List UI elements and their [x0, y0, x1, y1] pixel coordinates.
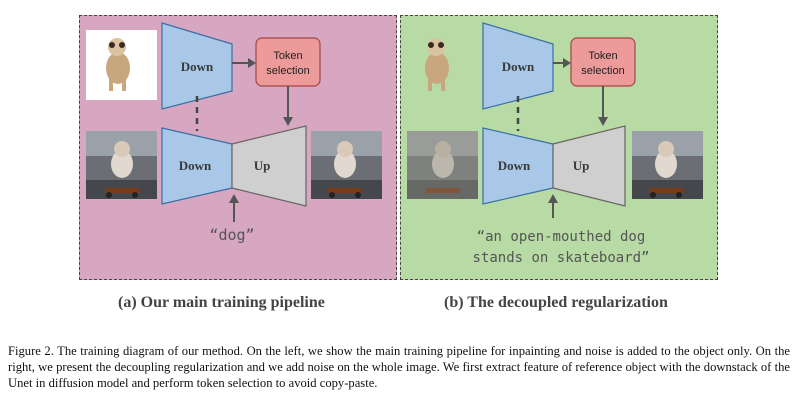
token-label-line2: selection — [581, 65, 624, 77]
arrow-head-up — [598, 117, 608, 126]
arrow-head-prompt — [548, 194, 558, 203]
up-decoder — [231, 125, 307, 207]
arrow-head-up — [283, 117, 293, 126]
panel-decoupled-regularization: Down Token selection Down Up — [400, 15, 718, 280]
down-top-label: Down — [502, 59, 535, 74]
panel-b-diagram: Down Token selection Down Up — [407, 22, 703, 266]
noisy-input-image — [407, 131, 478, 199]
token-label-line1: Token — [273, 50, 302, 62]
reference-dog-image — [407, 30, 478, 100]
up-label: Up — [573, 158, 590, 173]
output-dog-skateboard-image — [632, 131, 703, 199]
subcaption-b: (b) The decoupled regularization — [444, 294, 668, 311]
down-bottom-label: Down — [498, 158, 531, 173]
arrow-head-token — [563, 58, 571, 68]
down-encoder-top — [482, 22, 554, 110]
figure-caption: Figure 2. The training diagram of our me… — [8, 344, 790, 390]
input-dog-skateboard-image — [86, 131, 157, 199]
prompt-text: “dog” — [209, 226, 254, 244]
arrow-head-prompt — [229, 194, 239, 203]
arrow-head-token — [248, 58, 256, 68]
token-selection-box — [570, 37, 636, 87]
output-dog-skateboard-image — [311, 131, 382, 199]
panel-main-training-pipeline: Down Token selection Down Up — [79, 15, 397, 280]
prompt-line1: “an open-mouthed dog — [477, 229, 646, 245]
token-label-line2: selection — [266, 65, 309, 77]
token-label-line1: Token — [588, 50, 617, 62]
prompt-line2: stands on skateboard” — [472, 250, 649, 266]
subcaption-a: (a) Our main training pipeline — [118, 294, 325, 311]
reference-dog-image — [86, 30, 157, 100]
token-selection-box — [255, 37, 321, 87]
down-top-label: Down — [181, 59, 214, 74]
up-label: Up — [254, 158, 271, 173]
down-encoder-top — [161, 22, 233, 110]
down-bottom-label: Down — [179, 158, 212, 173]
panel-a-diagram: Down Token selection Down Up — [86, 22, 382, 244]
up-decoder — [552, 125, 626, 207]
